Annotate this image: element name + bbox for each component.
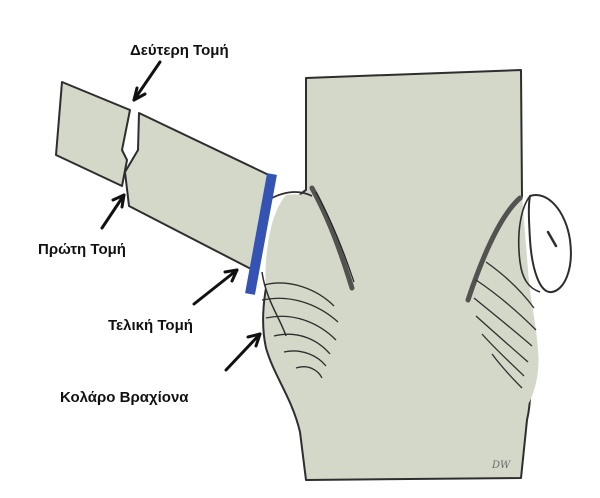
arrows bbox=[100, 60, 262, 372]
label-final-cut: Τελική Τομή bbox=[108, 317, 193, 334]
branch-bark-ridge-right bbox=[465, 195, 523, 303]
branch-stub bbox=[124, 112, 274, 271]
branch-end-piece bbox=[55, 81, 131, 187]
arrow-second-cut bbox=[132, 60, 162, 102]
collar-outline-lower bbox=[261, 271, 287, 337]
label-second-cut: Δεύτερη Τομή bbox=[130, 42, 229, 59]
collar-wrinkles-right bbox=[473, 261, 537, 389]
right-cut-face-inner bbox=[517, 195, 541, 293]
arrow-final-cut bbox=[192, 268, 239, 306]
arrow-branch-collar bbox=[224, 332, 262, 372]
final-cut-marker bbox=[245, 173, 277, 295]
branch-bark-ridge-left bbox=[309, 185, 355, 291]
right-cut-wound bbox=[527, 194, 572, 294]
artist-signature: DW bbox=[491, 460, 511, 471]
arrow-first-cut bbox=[100, 193, 126, 230]
label-first-cut: Πρώτη Τομή bbox=[38, 241, 126, 258]
branch-bark-ridge-left-detail bbox=[315, 191, 355, 283]
collar-wrinkles-left bbox=[261, 282, 339, 379]
label-branch-collar: Κολάρο Βραχίονα bbox=[60, 389, 189, 406]
right-cut-center-mark bbox=[546, 230, 558, 248]
